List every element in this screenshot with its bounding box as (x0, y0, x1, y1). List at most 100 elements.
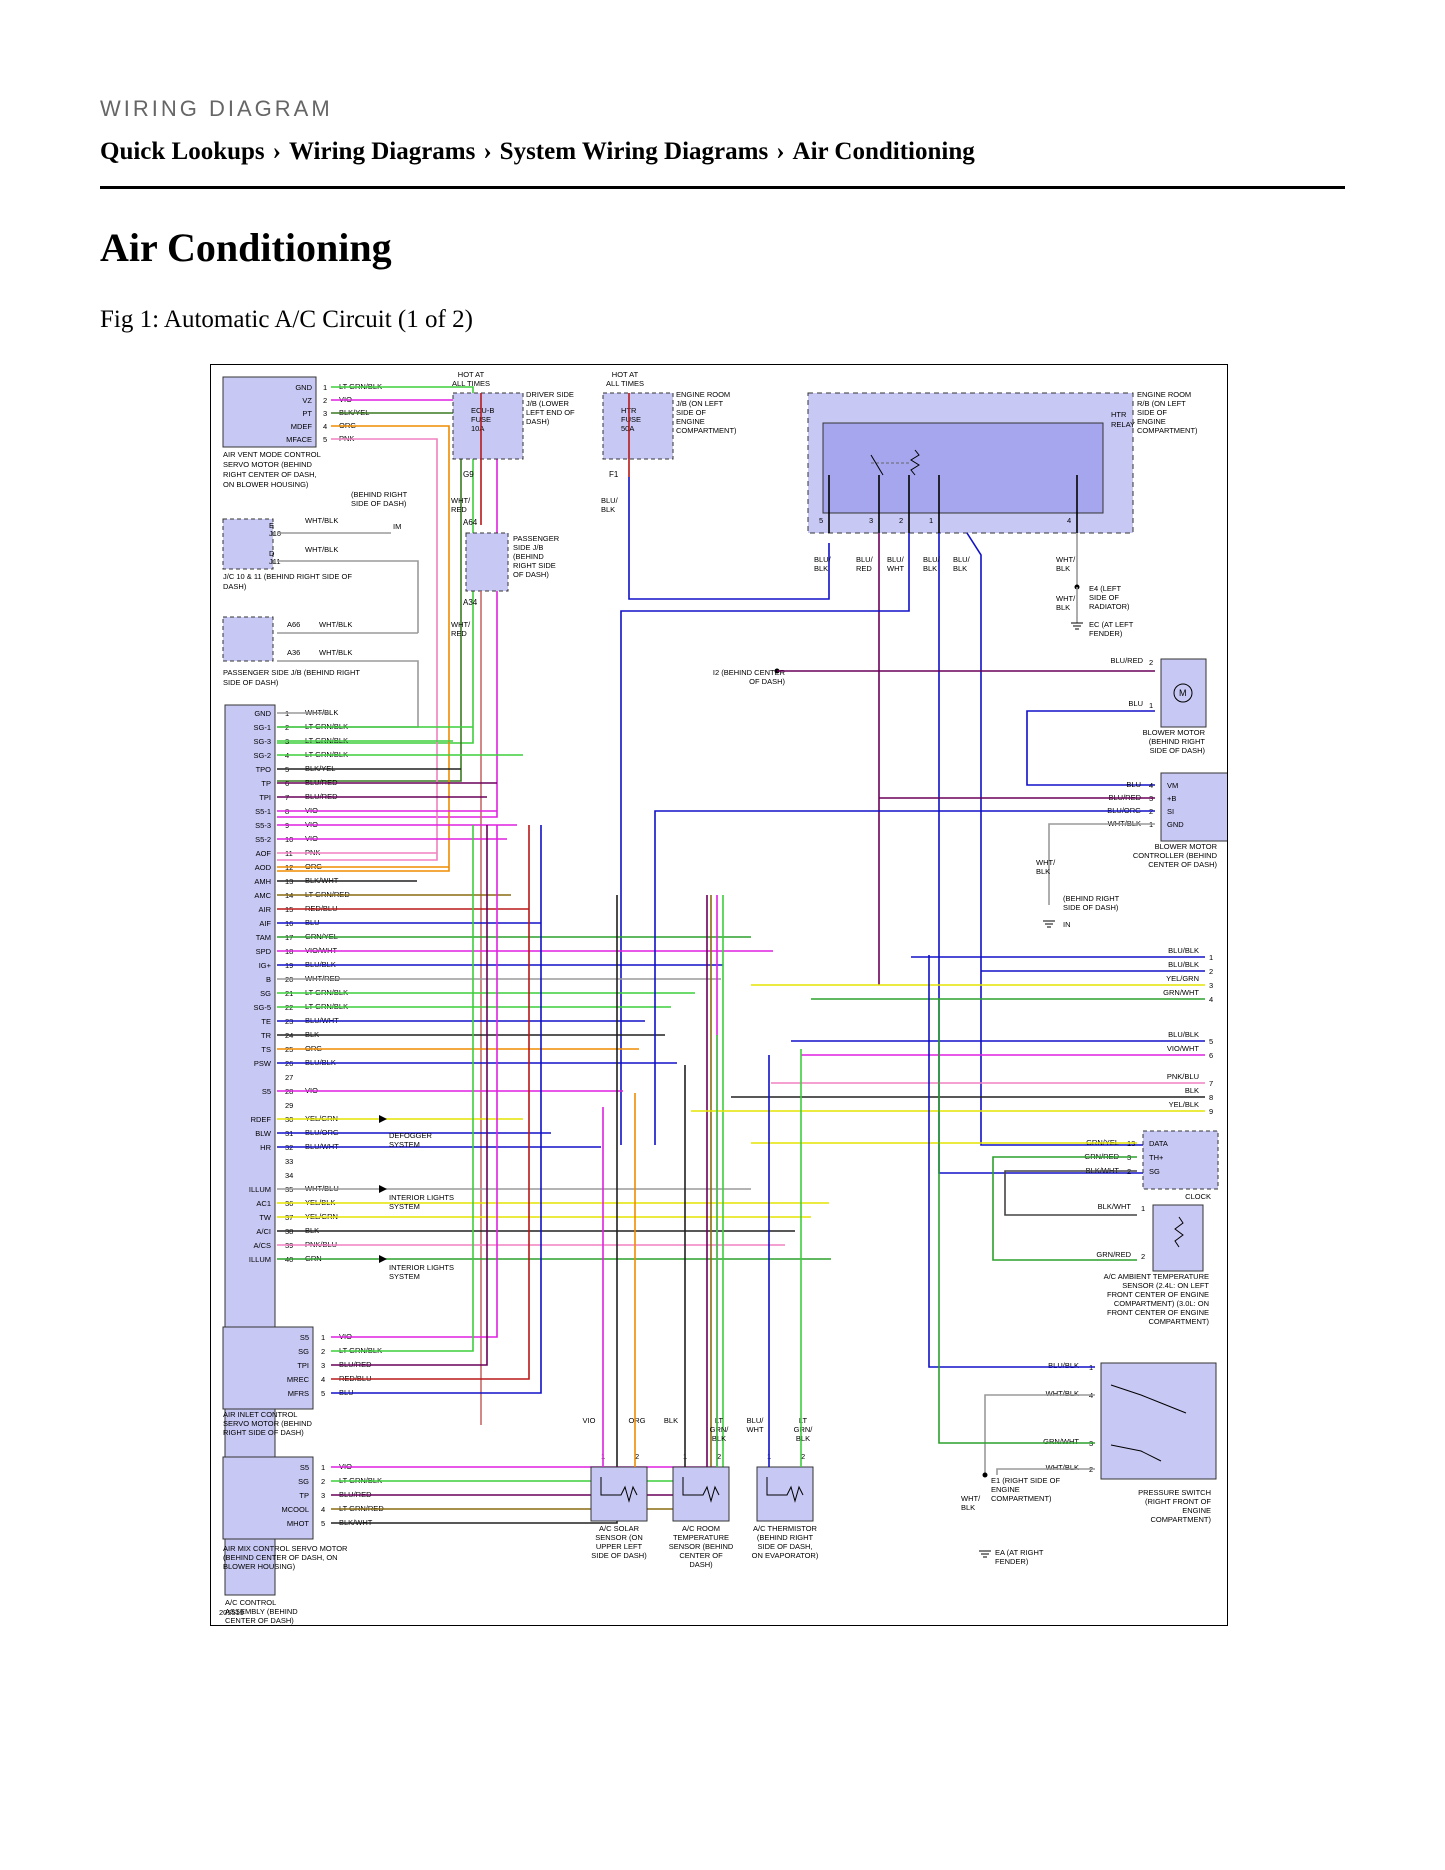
pin-number: 2 (801, 1452, 805, 1461)
pin-label: VZ (302, 396, 312, 405)
arrow-icon (379, 1115, 387, 1123)
solar-sensor (590, 1466, 648, 1522)
switch-contact (1110, 1444, 1162, 1462)
pin-label: TR (261, 1031, 272, 1040)
pin-number: 7 (1209, 1079, 1213, 1088)
diagram-label: AIR VENT MODE CONTROL (223, 450, 321, 459)
pin-label: TP (299, 1491, 309, 1500)
diagram-label: SIDE OF DASH) (1063, 903, 1119, 912)
breadcrumb-item-wiring-diagrams[interactable]: Wiring Diagrams (289, 138, 476, 165)
pin-label: TH+ (1149, 1153, 1164, 1162)
pin-number: 2 (635, 1452, 639, 1461)
diagram-label: BLK (601, 505, 615, 514)
wire-code: VIO/WHT (1167, 1044, 1199, 1053)
pin-label: BLW (255, 1129, 272, 1138)
pin-number: 2 (1209, 967, 1213, 976)
pin-label: S5 (300, 1463, 309, 1472)
diagram-label: RED (451, 505, 467, 514)
diagram-label: FRONT CENTER OF ENGINE (1107, 1290, 1209, 1299)
relay-label: RELAY (1111, 420, 1135, 429)
diagram-label: OF DASH) (749, 677, 785, 686)
wire-code: BLK/WHT (1098, 1202, 1132, 1211)
diagram-label: COMPARTMENT) (991, 1494, 1052, 1503)
diagram-label: 10A (471, 424, 484, 433)
pin-label: B (266, 975, 271, 984)
pin-label: MFACE (286, 435, 312, 444)
system-label: DEFOGGER (389, 1131, 433, 1140)
diagram-label: BLK (961, 1503, 975, 1512)
diagram-label: RIGHT SIDE OF DASH) (223, 1428, 304, 1437)
pin-number: 1 (1209, 953, 1213, 962)
figure-caption: Fig 1: Automatic A/C Circuit (1 of 2) (100, 306, 473, 333)
wire-code: BLU/BLK (1168, 960, 1199, 969)
breadcrumb-item-system-wiring-diagrams[interactable]: System Wiring Diagrams (499, 138, 769, 165)
diagram-label: R/B (ON LEFT (1137, 399, 1186, 408)
diagram-label: ENGINE (1182, 1506, 1211, 1515)
pin-label: AMC (254, 891, 271, 900)
diagram-label: WHT/ (961, 1494, 981, 1503)
diagram-label: TEMPERATURE (673, 1533, 729, 1542)
pin-label: TS (261, 1045, 271, 1054)
diagram-label: I2 (BEHIND CENTER (713, 668, 786, 677)
diagram-label: BLU/ (953, 555, 971, 564)
diagram-label: ENGINE (991, 1485, 1020, 1494)
diagram-label: LT (799, 1416, 808, 1425)
diagram-label: GRN/ (710, 1425, 730, 1434)
diagram-label: DASH) (526, 417, 550, 426)
pin-label: VM (1167, 781, 1178, 790)
diagram-label: RED (451, 629, 467, 638)
diagram-label: BLOWER MOTOR (1143, 728, 1206, 737)
wire-code: BLU/BLK (1168, 946, 1199, 955)
diagram-label: BLOWER HOUSING) (223, 1562, 296, 1571)
diagram-label: FENDER) (995, 1557, 1029, 1566)
pin-number: 2 (323, 396, 327, 405)
pin-label: SG-1 (253, 723, 271, 732)
pin-label: S5 (300, 1333, 309, 1342)
wire-code: BLU/BLK (1168, 1030, 1199, 1039)
breadcrumb-item-quick-lookups[interactable]: Quick Lookups (100, 138, 265, 165)
motor-icon-label: M (1179, 688, 1187, 698)
wire-code: YEL/GRN (1166, 974, 1199, 983)
pin-number: 4 (321, 1375, 325, 1384)
pin-number: 3 (321, 1491, 325, 1500)
diagram-label: WHT (746, 1425, 763, 1434)
diagram-label: SIDE OF DASH) (351, 499, 407, 508)
diagram-label: E1 (RIGHT SIDE OF (991, 1476, 1060, 1485)
diagram-label: (RIGHT FRONT OF (1145, 1497, 1211, 1506)
pin-label: SG (298, 1347, 309, 1356)
pin-label: GND (295, 383, 312, 392)
diagram-label: UPPER LEFT (596, 1542, 643, 1551)
pin-number: 1 (1149, 701, 1153, 710)
diagram-label: SERVO MOTOR (BEHIND (223, 460, 312, 469)
diagram-label: VIO (583, 1416, 596, 1425)
junction-connector-jc10-11 (222, 518, 274, 570)
diagram-label: A/C CONTROL (225, 1598, 276, 1607)
diagram-label: WHT (887, 564, 904, 573)
diagram-label: SERVO MOTOR (BEHIND (223, 1419, 312, 1428)
pin-label: SPD (256, 947, 272, 956)
system-label: INTERIOR LIGHTS (389, 1263, 454, 1272)
diagram-label: BLOWER MOTOR (1155, 842, 1218, 851)
pressure-switch (1100, 1362, 1217, 1480)
ground-symbol (1043, 920, 1055, 928)
blower-motor-controller (1160, 772, 1227, 842)
diagram-label: CENTER OF DASH) (1148, 860, 1217, 869)
sensor-icon (682, 1477, 720, 1503)
diagram-label: 50A (621, 424, 634, 433)
diagram-label: EC (AT LEFT (1089, 620, 1134, 629)
diagram-label: BLK (953, 564, 967, 573)
diagram-label: COMPARTMENT) (1148, 1317, 1209, 1326)
wire-mix-pin-4 (331, 895, 712, 1510)
breadcrumb-item-air-conditioning[interactable]: Air Conditioning (792, 138, 975, 165)
pin-number: 1 (321, 1463, 325, 1472)
diagram-label: BLK (712, 1434, 726, 1443)
motor-icon (1173, 683, 1193, 703)
wire-vent-mface (277, 438, 438, 861)
diagram-label: COMPARTMENT) (1137, 426, 1198, 435)
diagram-label: CENTER OF DASH) (225, 1616, 294, 1625)
pin-number: 3 (321, 1361, 325, 1370)
wire-clock-th (992, 1156, 1137, 1261)
relay-label: HTR (1111, 410, 1127, 419)
relay-switch (870, 454, 884, 476)
arrow-icon (379, 1255, 387, 1263)
